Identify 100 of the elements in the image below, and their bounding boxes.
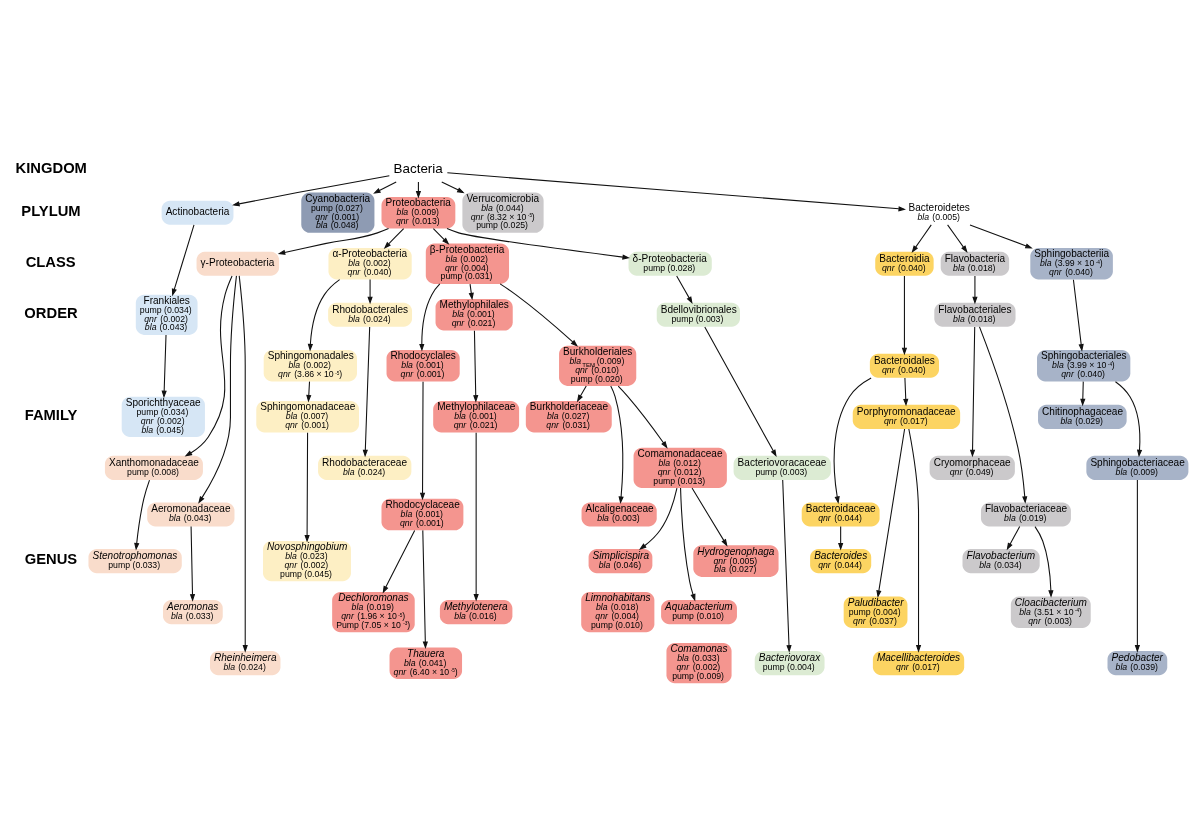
node-box: Rhodocyclales bla (0.001) qnr (0.001) — [386, 349, 460, 382]
arrow — [676, 274, 693, 304]
arrow — [908, 427, 922, 653]
arrow — [972, 274, 978, 304]
arrow — [432, 227, 450, 245]
label: CLASS — [25, 253, 76, 270]
arrow — [419, 282, 441, 351]
node-box: Rhodobacteraceae bla (0.024) — [318, 455, 412, 480]
node-box: Porphyromonadaceae qnr (0.017) — [852, 404, 961, 429]
node-box: Sphingomonadaceae bla (0.007) qnr (0.001) — [256, 400, 359, 433]
node-box: Actinobacteria — [161, 200, 234, 225]
arrow — [978, 325, 1028, 504]
node-box: α-Proteobacteria bla (0.002) qnr (0.040) — [328, 247, 412, 280]
node-box: Flavobacteria bla (0.018) — [940, 251, 1010, 276]
arrow — [969, 326, 976, 457]
node-box: Thauera bla (0.041) qnr (6.40 × 10$^{-5}$) — [389, 646, 463, 679]
node-box: Aeromonas bla (0.033) — [163, 599, 223, 624]
arrow — [184, 274, 233, 456]
arrow — [1134, 479, 1140, 653]
node-box: Sphingobacteriia bla (3.99 × 10$^{-4}$) qnr (0.040) — [1030, 247, 1113, 280]
arrow — [419, 380, 426, 500]
arrow — [473, 329, 479, 403]
label: ORDER — [24, 304, 78, 321]
node-box: Sporichthyaceae pump (0.034) qnr (0.002) bla (0.045) — [121, 396, 205, 437]
node-box: Pedobacter bla (0.039) — [1107, 650, 1168, 675]
label: FAMILY — [24, 406, 78, 423]
node-box: Dechloromonas bla (0.019) qnr (1.96 × 10$^{-5}$) Pump (7.05 × 10$^{-3}$) — [332, 591, 415, 632]
arrow — [422, 529, 428, 649]
arrow — [304, 431, 310, 543]
node-box: Aeromonadaceae bla (0.043) — [147, 501, 235, 527]
arrow — [576, 385, 587, 402]
arrow — [306, 380, 312, 402]
node-box: Simplicispira bla (0.046) — [588, 548, 653, 573]
arrow — [189, 525, 196, 602]
node-text: Bacteroidetes bla (0.005) — [908, 201, 970, 222]
arrow — [238, 274, 248, 653]
arrow — [833, 376, 872, 504]
arrow — [1034, 525, 1054, 598]
arrow — [373, 180, 397, 194]
node-box: Flavobacterium bla (0.034) — [962, 548, 1040, 573]
arrow — [499, 282, 579, 347]
node-box: Flavobacteriales bla (0.018) — [934, 302, 1016, 327]
arrow — [441, 180, 465, 193]
arrow — [362, 326, 371, 457]
arrow — [617, 385, 668, 449]
node-box: Bacteroidales qnr (0.040) — [869, 353, 939, 378]
node-box: Chitinophagaceae bla (0.029) — [1038, 404, 1127, 429]
arrow — [947, 223, 968, 253]
node-box: Rhodobacterales bla (0.024) — [328, 302, 413, 327]
label: GENUS — [24, 550, 78, 567]
arrow — [171, 223, 195, 296]
node-box: Sphingobacteriales bla (3.99 × 10$^{-4}$) qnr (0.040) — [1037, 349, 1131, 382]
arrow — [691, 486, 728, 547]
node-box: Sphingomonadales bla (0.002) qnr (3.86 × 10$^{-5}$) — [263, 349, 357, 382]
node-box: Bacteroidaceae qnr (0.044) — [801, 501, 880, 527]
arrow — [134, 479, 151, 551]
arrow — [1006, 525, 1021, 550]
node-box: Cryomorphaceae qnr (0.049) — [929, 455, 1015, 480]
label: PLYLUM — [21, 202, 81, 219]
node-box: Bacteriovoracaceae pump (0.003) — [733, 455, 831, 480]
arrow — [680, 487, 696, 601]
arrow — [782, 479, 792, 653]
node-box: β-Proteobacteria bla (0.002) qnr (0.004) pump (0.031) — [425, 243, 510, 284]
arrow — [446, 227, 630, 260]
arrow — [415, 181, 422, 199]
node-box: Rhodocyclaceae bla (0.001) qnr (0.001) — [381, 498, 464, 530]
arrow — [1080, 380, 1086, 406]
node-box: Bacteroides qnr (0.044) — [810, 548, 872, 573]
arrow — [638, 487, 678, 550]
node-box: Bacteroidia qnr (0.040) — [875, 251, 934, 276]
node-box: Comamonas bla (0.033) qnr (0.002) pump (0.009) — [666, 642, 732, 683]
arrow — [610, 384, 624, 504]
node-box: Bacteriovorax pump (0.004) — [754, 650, 825, 675]
arrow — [446, 171, 906, 211]
node-box: Proteobacteria bla (0.009) qnr (0.013) — [381, 196, 456, 228]
arrow — [911, 223, 932, 253]
node-box: Verrucomicrobia bla (0.044) qnr (8.32 × 10$^{-5}$) pump (0.025) — [462, 192, 544, 233]
node-box: Methylophilaceae bla (0.001) qnr (0.021) — [433, 400, 520, 433]
node-box: Paludibacter pump (0.004) qnr (0.037) — [843, 595, 908, 628]
node-box: Frankiales pump (0.034) qnr (0.002) bla (0.043) — [135, 294, 198, 335]
arrow — [277, 227, 390, 255]
node-box: Comamonadaceae bla (0.012) qnr (0.012) pump (0.013) — [633, 447, 727, 488]
node-box: Limnohabitans bla (0.018) qnr (0.004) pump (0.010) — [581, 591, 655, 632]
node-text: Bacteria — [393, 160, 443, 176]
arrow — [232, 174, 390, 206]
arrow — [468, 283, 474, 300]
node-box: Bdellovibrionales pump (0.003) — [656, 302, 740, 327]
arrow — [903, 376, 909, 406]
node-box: Flavobacteriaceae bla (0.019) — [980, 501, 1071, 527]
arrow — [704, 326, 777, 457]
arrow — [901, 274, 908, 355]
arrow — [382, 529, 416, 593]
node-box: Burkholderiaceae bla (0.027) qnr (0.031) — [525, 400, 612, 433]
node-box: Hydrogenophaga qnr (0.005) bla (0.027) — [693, 544, 779, 577]
node-box: Cyanobacteria pump (0.027) qnr (0.001) bla (0.048) — [301, 192, 375, 233]
node-box: Sphingobacteriaceae bla (0.009) — [1086, 455, 1189, 480]
node-box: δ-Proteobacteria pump (0.028) — [628, 251, 712, 276]
arrow — [383, 227, 405, 249]
arrow — [307, 278, 341, 351]
arrow — [473, 431, 479, 601]
